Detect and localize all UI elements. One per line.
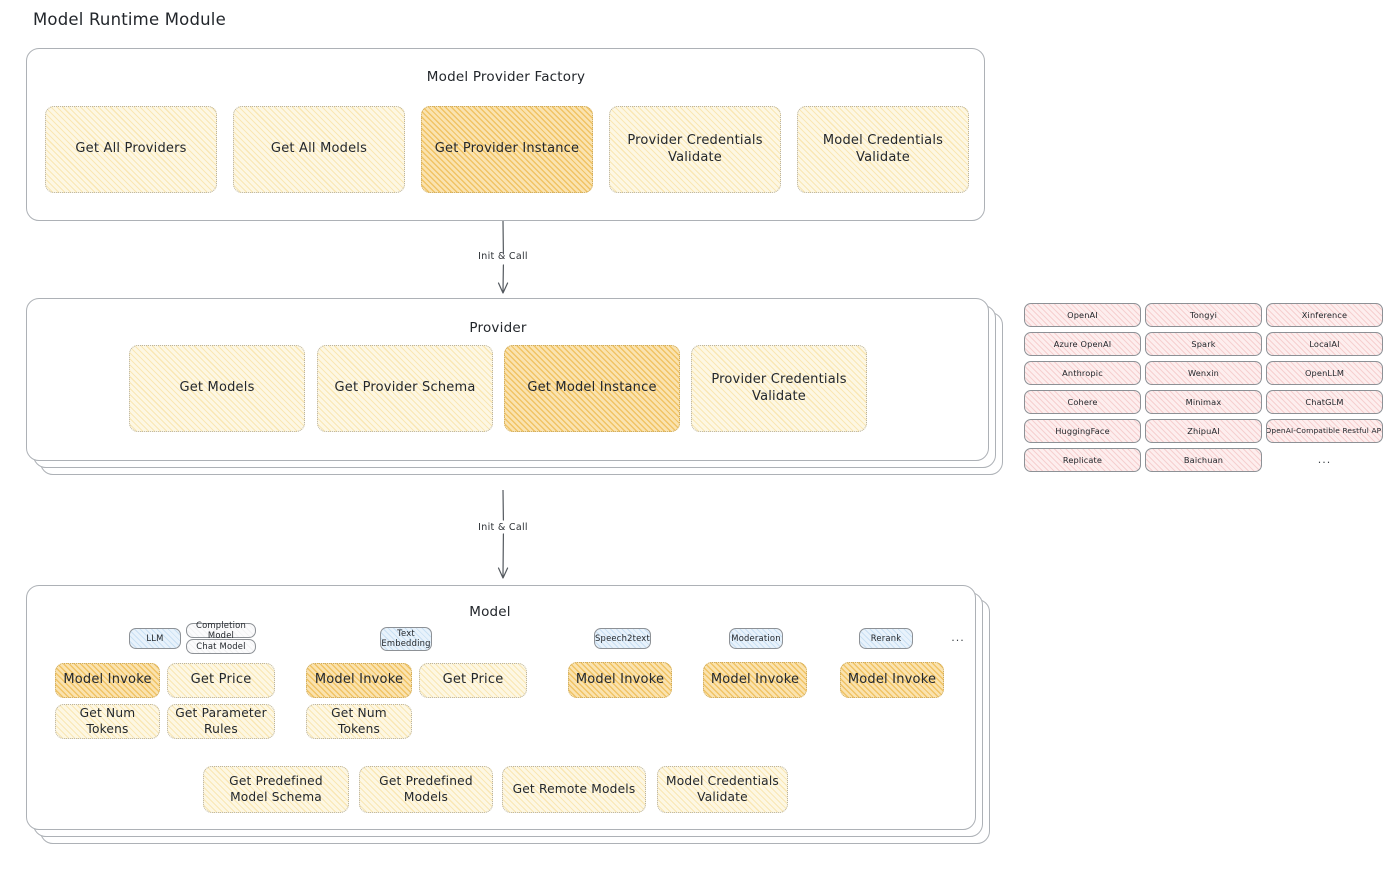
model-type-badge-speech2text[interactable]: Speech2text [594,628,651,649]
function-box-get-predefined-models[interactable]: Get Predefined Models [359,766,493,813]
provider-pill-wenxin[interactable]: Wenxin [1145,360,1262,385]
function-box-get-predefined-model-schema[interactable]: Get Predefined Model Schema [203,766,349,813]
arrow-provider-to-model-glyph [497,489,509,579]
function-box-get-num-tokens-llm[interactable]: Get Num Tokens [55,704,160,739]
function-box-model-credentials-validate[interactable]: Model Credentials Validate [797,106,969,193]
provider-pill-openai-compatible-restful-api[interactable]: OpenAI-Compatible Restful API [1266,418,1383,443]
provider-pill-zhipuai[interactable]: ZhipuAI [1145,418,1262,443]
provider-pill-azure-openai[interactable]: Azure OpenAI [1024,331,1141,356]
function-box-get-provider-instance[interactable]: Get Provider Instance [421,106,593,193]
provider-pill-cell: OpenLLM [1266,358,1383,387]
model-type-badge-moderation[interactable]: Moderation [729,628,783,649]
function-box-get-provider-schema[interactable]: Get Provider Schema [317,345,493,432]
provider-pill-cell: OpenAI [1024,300,1141,329]
function-box-get-parameter-rules-llm[interactable]: Get Parameter Rules [167,704,275,739]
provider-pill-tongyi[interactable]: Tongyi [1145,302,1262,327]
provider-pill-openllm[interactable]: OpenLLM [1266,360,1383,385]
provider-pill-cell: ZhipuAI [1145,416,1262,445]
model-sub-badge-chat-model[interactable]: Chat Model [186,639,256,654]
page-title: Model Runtime Module [33,10,226,29]
provider-pill-chatglm[interactable]: ChatGLM [1266,389,1383,414]
provider-pill-cell: Anthropic [1024,358,1141,387]
provider-pill-cell: OpenAI-Compatible Restful API [1266,416,1383,445]
arrow-factory-to-provider-glyph [497,220,509,294]
provider-pill-baichuan[interactable]: Baichuan [1145,447,1262,472]
function-box-get-all-providers[interactable]: Get All Providers [45,106,217,193]
section-title-model-provider-factory: Model Provider Factory [426,69,586,85]
function-box-get-model-instance[interactable]: Get Model Instance [504,345,680,432]
provider-pill-cohere[interactable]: Cohere [1024,389,1141,414]
provider-pill-cell: LocalAI [1266,329,1383,358]
model-type-badge-text-embedding[interactable]: Text Embedding [380,627,432,651]
provider-pill-cell: Wenxin [1145,358,1262,387]
provider-pill-huggingface[interactable]: HuggingFace [1024,418,1141,443]
function-box-model-invoke-moderation[interactable]: Model Invoke [703,662,807,698]
provider-pill-localai[interactable]: LocalAI [1266,331,1383,356]
function-box-model-invoke-text-embedding[interactable]: Model Invoke [306,663,412,698]
arrow-factory-to-provider: Init & Call [462,220,552,299]
arrow-provider-to-model: Init & Call [462,489,552,585]
provider-pill-cell: Cohere [1024,387,1141,416]
provider-pill-minimax[interactable]: Minimax [1145,389,1262,414]
function-box-get-price-llm[interactable]: Get Price [167,663,275,698]
function-box-model-invoke-speech2text[interactable]: Model Invoke [568,662,672,698]
function-box-model-credentials-validate[interactable]: Model Credentials Validate [657,766,788,813]
provider-pill-cell: Xinference [1266,300,1383,329]
provider-pill-spark[interactable]: Spark [1145,331,1262,356]
provider-pill-xinference[interactable]: Xinference [1266,302,1383,327]
function-box-provider-credentials-validate[interactable]: Provider Credentials Validate [691,345,867,432]
arrow-label-init-and-call-2: Init & Call [478,522,528,533]
function-box-model-invoke-llm[interactable]: Model Invoke [55,663,160,698]
provider-pill-cell: Minimax [1145,387,1262,416]
section-title-provider: Provider [469,320,527,336]
provider-pill-cell: ChatGLM [1266,387,1383,416]
provider-list-ellipsis: ... [1317,453,1332,466]
arrow-label-init-and-call-1: Init & Call [478,251,528,262]
function-box-get-price-text-embedding[interactable]: Get Price [419,663,527,698]
function-box-get-models[interactable]: Get Models [129,345,305,432]
function-box-get-all-models[interactable]: Get All Models [233,106,405,193]
model-type-badge-llm[interactable]: LLM [129,628,181,649]
model-groups-ellipsis: ... [951,631,965,644]
provider-pill-anthropic[interactable]: Anthropic [1024,360,1141,385]
provider-pill-cell: Replicate [1024,445,1141,474]
section-title-model: Model [469,604,511,620]
provider-pill-cell: Spark [1145,329,1262,358]
provider-pill-cell: Tongyi [1145,300,1262,329]
provider-pill-openai[interactable]: OpenAI [1024,302,1141,327]
function-box-get-remote-models[interactable]: Get Remote Models [502,766,646,813]
function-box-model-invoke-rerank[interactable]: Model Invoke [840,662,944,698]
model-type-badge-rerank[interactable]: Rerank [859,628,913,649]
provider-pill-cell: HuggingFace [1024,416,1141,445]
model-sub-badge-completion-model[interactable]: Completion Model [186,620,256,639]
function-box-get-num-tokens-text-embedding[interactable]: Get Num Tokens [306,704,412,739]
provider-pill-cell: Baichuan [1145,445,1262,474]
provider-pill-cell: Azure OpenAI [1024,329,1141,358]
function-box-provider-credentials-validate[interactable]: Provider Credentials Validate [609,106,781,193]
provider-pill-replicate[interactable]: Replicate [1024,447,1141,472]
